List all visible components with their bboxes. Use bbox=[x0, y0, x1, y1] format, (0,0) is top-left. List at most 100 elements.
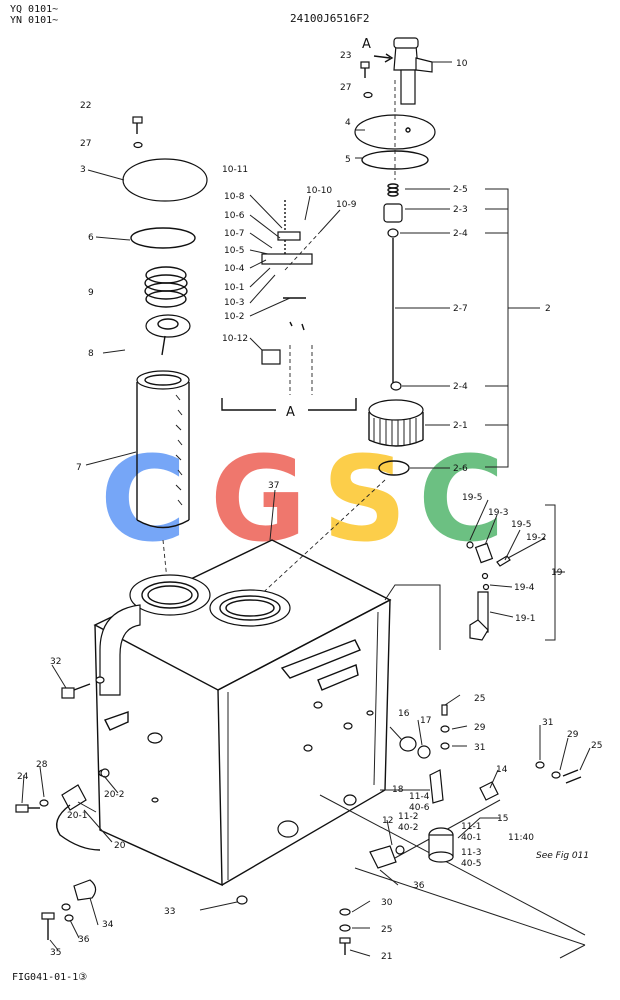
level-sensor-20 bbox=[15, 768, 110, 851]
callout-10-7: 10-7 bbox=[224, 229, 244, 239]
watermark-letter-1: C bbox=[100, 430, 187, 568]
o-ring-2-6 bbox=[378, 460, 410, 476]
callout-10-8: 10-8 bbox=[224, 192, 245, 202]
spring-9 bbox=[144, 266, 188, 308]
breather-cap-assembly bbox=[373, 37, 433, 105]
callout-14: 14 bbox=[496, 765, 508, 775]
callout-23: 23 bbox=[340, 51, 351, 61]
callout-34: 34 bbox=[102, 920, 114, 930]
leader-lines bbox=[21, 61, 591, 957]
view-a-label: A bbox=[286, 405, 295, 420]
guide-left-column bbox=[162, 539, 169, 591]
bolt-22 bbox=[132, 116, 143, 134]
clamp-34 bbox=[41, 879, 97, 940]
callout-3: 3 bbox=[80, 165, 86, 175]
callout-19-1: 19-1 bbox=[515, 614, 535, 624]
callout-40-1: 40-1 bbox=[461, 833, 481, 843]
callout-28: 28 bbox=[36, 760, 48, 770]
filter-element-7 bbox=[136, 370, 190, 529]
callout-10-11: 10-11 bbox=[222, 165, 248, 175]
callout-2-4-lower: 2-4 bbox=[453, 382, 468, 392]
callout-2-5: 2-5 bbox=[453, 185, 468, 195]
cover-3 bbox=[122, 158, 208, 202]
callout-16: 16 bbox=[398, 709, 410, 719]
callout-35: 35 bbox=[50, 948, 61, 958]
callout-18: 18 bbox=[392, 785, 404, 795]
callout-29-b: 29 bbox=[567, 730, 579, 740]
callout-11-2: 11-2 bbox=[398, 812, 418, 822]
callout-29-a: 29 bbox=[474, 723, 486, 733]
watermark-letter-3: S bbox=[322, 430, 407, 568]
callout-7: 7 bbox=[76, 463, 82, 473]
bolt-32 bbox=[61, 676, 105, 699]
callout-11-40: 11:40 bbox=[508, 833, 534, 843]
callout-33: 33 bbox=[164, 907, 175, 917]
callout-30: 30 bbox=[381, 898, 393, 908]
callout-36-a: 36 bbox=[413, 881, 425, 891]
callout-2-1: 2-1 bbox=[453, 421, 468, 431]
callout-5: 5 bbox=[345, 155, 351, 165]
bracket-19 bbox=[545, 504, 565, 641]
callout-27-left: 27 bbox=[80, 139, 91, 149]
figure-id: FIG041-01-1③ bbox=[12, 972, 88, 983]
callout-a-arrow: A bbox=[362, 37, 371, 52]
callout-2-3: 2-3 bbox=[453, 205, 468, 215]
model-serial-line-1: YQ 0101~ bbox=[10, 4, 59, 15]
callout-2: 2 bbox=[545, 304, 551, 314]
callout-20-1: 20-1 bbox=[67, 811, 87, 821]
screw-23 bbox=[360, 61, 370, 78]
callout-19-2: 19-2 bbox=[526, 533, 546, 543]
callout-40-6: 40-6 bbox=[409, 803, 430, 813]
callout-10-5: 10-5 bbox=[224, 246, 244, 256]
nut-2-4-lower bbox=[390, 381, 402, 391]
part-number: 24100J6516F2 bbox=[290, 12, 370, 25]
callout-10: 10 bbox=[456, 59, 468, 69]
callout-19-3: 19-3 bbox=[488, 508, 508, 518]
callout-19-5-b: 19-5 bbox=[511, 520, 531, 530]
callout-19-4: 19-4 bbox=[514, 583, 535, 593]
washer-27-top bbox=[363, 91, 373, 99]
return-pipe-19 bbox=[466, 541, 511, 641]
callout-37: 37 bbox=[268, 481, 279, 491]
callout-40-5: 40-5 bbox=[461, 859, 481, 869]
callout-11-1: 11-1 bbox=[461, 822, 481, 832]
callout-24: 24 bbox=[17, 772, 29, 782]
view-a-inset bbox=[221, 200, 357, 411]
callout-4: 4 bbox=[345, 118, 351, 128]
sleeve-2-3 bbox=[383, 203, 403, 223]
strainer-2-1 bbox=[368, 399, 424, 447]
model-serial-line-2: YN 0101~ bbox=[10, 15, 59, 26]
callout-27-top: 27 bbox=[340, 83, 351, 93]
callout-21: 21 bbox=[381, 952, 392, 962]
callout-10-1: 10-1 bbox=[224, 283, 244, 293]
watermark-letter-2: G bbox=[210, 430, 307, 568]
callout-15: 15 bbox=[497, 814, 508, 824]
frame-lines bbox=[319, 584, 586, 959]
callout-2-4-upper: 2-4 bbox=[453, 229, 468, 239]
callout-25-a: 25 bbox=[474, 694, 485, 704]
hydraulic-oil-tank bbox=[93, 539, 392, 887]
callout-25-b: 25 bbox=[591, 741, 602, 751]
callout-2-6: 2-6 bbox=[453, 464, 468, 474]
callout-10-9: 10-9 bbox=[336, 200, 357, 210]
callout-36-b: 36 bbox=[78, 935, 90, 945]
callout-2-7: 2-7 bbox=[453, 304, 468, 314]
callout-22: 22 bbox=[80, 101, 91, 111]
callout-10-4: 10-4 bbox=[224, 264, 245, 274]
callout-20: 20 bbox=[114, 841, 126, 851]
guide-to-tank bbox=[254, 479, 386, 601]
valve-8 bbox=[145, 314, 191, 356]
callout-40-2: 40-2 bbox=[398, 823, 418, 833]
callout-31-a: 31 bbox=[474, 743, 485, 753]
callout-32: 32 bbox=[50, 657, 61, 667]
callout-12: 12 bbox=[382, 816, 393, 826]
callout-11-4: 11-4 bbox=[409, 792, 430, 802]
bracket-2 bbox=[485, 188, 540, 468]
callout-10-2: 10-2 bbox=[224, 312, 244, 322]
callout-11-3: 11-3 bbox=[461, 848, 481, 858]
callout-6: 6 bbox=[88, 233, 94, 243]
callout-9: 9 bbox=[88, 288, 94, 298]
callout-10-3: 10-3 bbox=[224, 298, 244, 308]
callout-10-6: 10-6 bbox=[224, 211, 245, 221]
